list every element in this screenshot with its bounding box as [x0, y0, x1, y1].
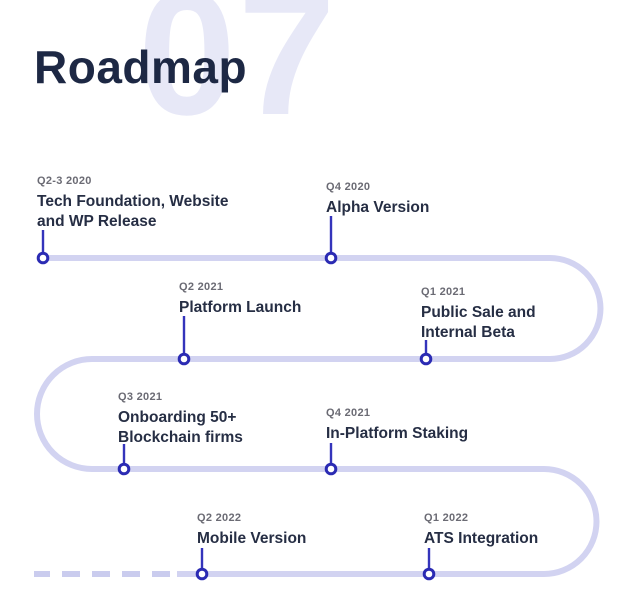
milestone-quarter: Q2 2021 — [179, 281, 224, 293]
milestone-quarter: Q4 2020 — [326, 181, 371, 193]
milestone-node — [324, 462, 338, 476]
milestone-mobile-version: Q2 2022 Mobile Version — [197, 512, 306, 549]
milestone-quarter: Q1 2021 — [421, 286, 466, 298]
milestone-public-sale: Q1 2021 Public Sale and Internal Beta — [421, 286, 536, 343]
milestone-quarter: Q2 2022 — [197, 512, 242, 524]
milestone-title: In-Platform Staking — [326, 425, 469, 442]
milestone-alpha-version: Q4 2020 Alpha Version — [326, 181, 429, 218]
milestone-title: Tech Foundation, Website and WP Release — [37, 193, 229, 230]
section-number-watermark: 07 — [138, 0, 338, 152]
milestone-tech-foundation: Q2-3 2020 Tech Foundation, Website and W… — [37, 175, 228, 232]
milestone-node — [177, 352, 191, 366]
milestone-quarter: Q4 2021 — [326, 407, 371, 419]
milestone-title: Platform Launch — [179, 299, 302, 316]
timeline-path — [34, 255, 604, 577]
milestone-onboarding: Q3 2021 Onboarding 50+ Blockchain firms — [118, 391, 243, 448]
milestone-quarter: Q1 2022 — [424, 512, 469, 524]
milestone-node — [117, 462, 131, 476]
milestone-node — [419, 352, 433, 366]
milestone-staking: Q4 2021 In-Platform Staking — [326, 407, 468, 444]
milestone-node — [324, 251, 338, 265]
milestone-title: Public Sale and Internal Beta — [421, 304, 536, 341]
milestone-quarter: Q3 2021 — [118, 391, 163, 403]
milestone-node — [36, 251, 50, 265]
page-title: Roadmap — [34, 41, 248, 93]
milestone-title: Mobile Version — [197, 530, 307, 547]
milestone-platform-launch: Q2 2021 Platform Launch — [179, 281, 301, 318]
milestone-title: Alpha Version — [326, 199, 430, 216]
milestone-node — [422, 567, 436, 581]
milestone-title: ATS Integration — [424, 530, 539, 547]
milestone-ats-integration: Q1 2022 ATS Integration — [424, 512, 538, 549]
milestone-node — [195, 567, 209, 581]
milestone-quarter: Q2-3 2020 — [37, 175, 92, 187]
milestone-title: Onboarding 50+ Blockchain firms — [118, 409, 243, 446]
